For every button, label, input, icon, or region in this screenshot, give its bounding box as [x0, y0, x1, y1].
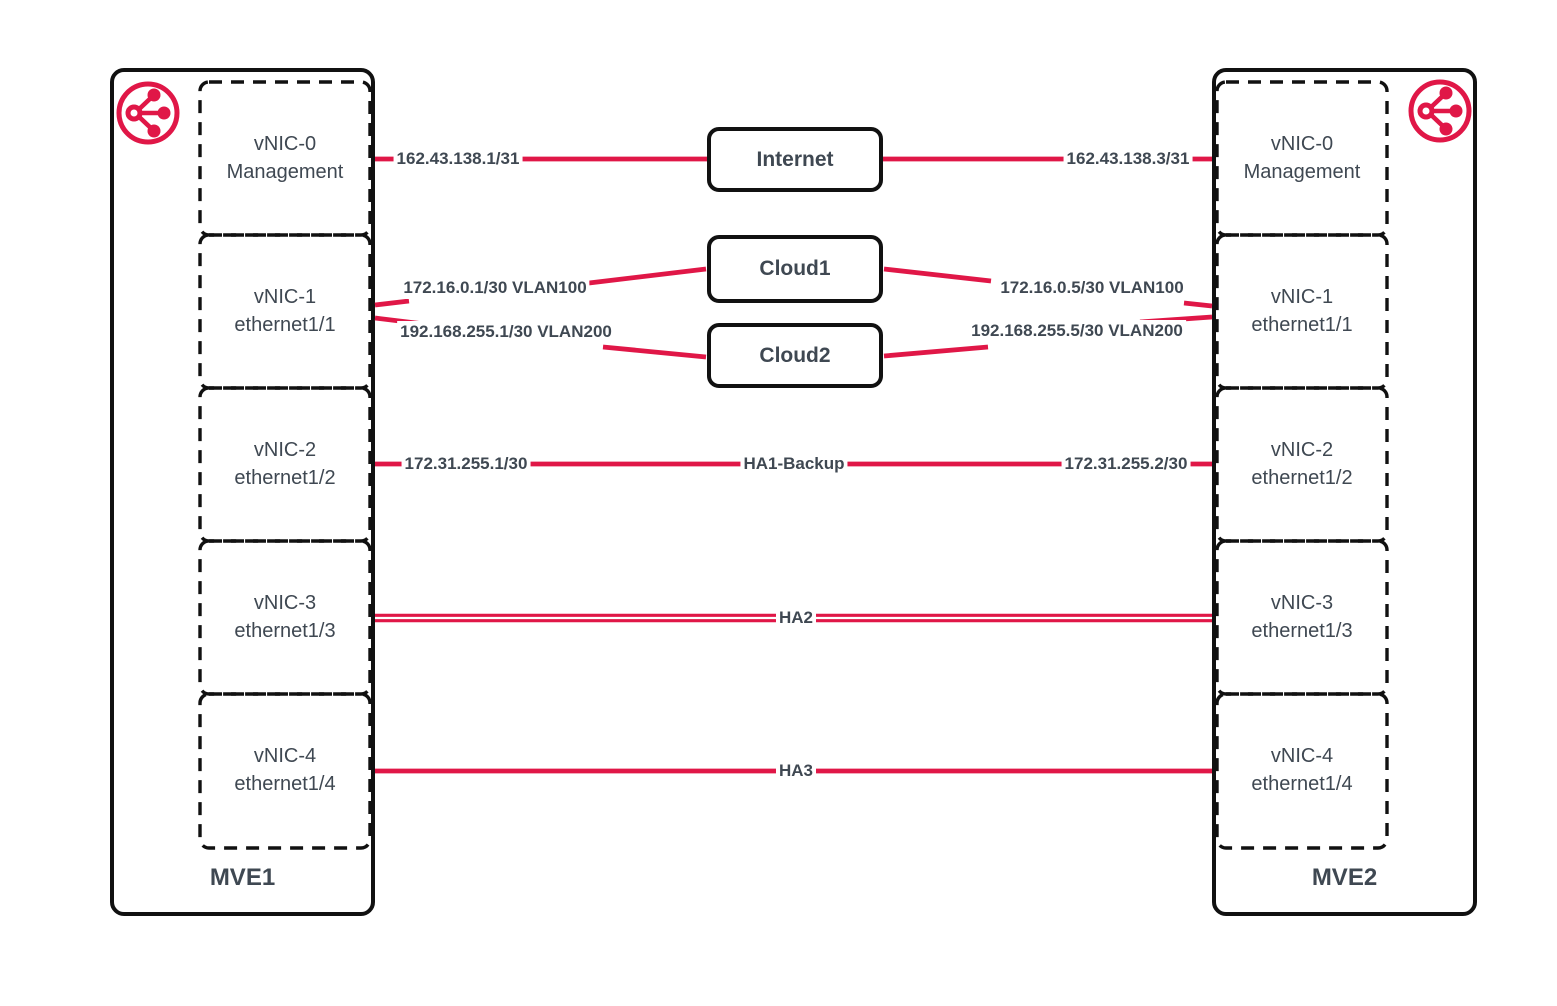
cloud2-mve1-ip: 192.168.255.1/30 VLAN200 — [397, 321, 615, 343]
link-cloud2-left-line — [602, 344, 707, 360]
link-cloud1-left-stub — [374, 298, 410, 308]
link-cloud1-right-line — [883, 266, 992, 284]
vnic-port: ethernet1/2 — [1251, 466, 1353, 489]
mve1-title: MVE1 — [209, 864, 276, 891]
cloud2-mve2-ip: 192.168.255.5/30 VLAN200 — [968, 320, 1186, 342]
vnic-name: vNIC-3 — [253, 591, 317, 614]
mve1-vnic-1: vNIC-1 ethernet1/1 — [200, 235, 370, 388]
link-cloud1-right-stub — [1183, 300, 1213, 309]
ha2-link-label: HA2 — [775, 607, 817, 629]
vnic-port: ethernet1/4 — [1251, 772, 1353, 795]
mve1-box — [110, 68, 375, 916]
mve1-vnic-0: vNIC-0 Management — [200, 82, 370, 235]
mve2-box — [1212, 68, 1477, 916]
vnic-name: vNIC-0 — [253, 132, 317, 155]
internet-mve2-ip: 162.43.138.3/31 — [1063, 148, 1193, 170]
vnic-name: vNIC-0 — [1270, 132, 1334, 155]
megaport-network-icon — [116, 81, 180, 145]
mve2-vnic-compartments — [1215, 80, 1389, 850]
vnic-name: vNIC-1 — [1270, 285, 1334, 308]
ha1-mve1-ip: 172.31.255.1/30 — [401, 453, 531, 475]
cloud1-mve2-ip: 172.16.0.5/30 VLAN100 — [997, 277, 1187, 299]
mve2-vnic-0: vNIC-0 Management — [1217, 82, 1387, 235]
megaport-network-icon — [1408, 79, 1472, 143]
vnic-port: ethernet1/3 — [234, 619, 336, 642]
cloud2-node: Cloud2 — [707, 323, 883, 388]
mve1-vnic-3: vNIC-3 ethernet1/3 — [200, 541, 370, 694]
cloud1-node: Cloud1 — [707, 235, 883, 303]
vnic-name: vNIC-2 — [1270, 438, 1334, 461]
internet-mve1-ip: 162.43.138.1/31 — [393, 148, 523, 170]
mve1-vnic-4: vNIC-4 ethernet1/4 — [200, 694, 370, 847]
vnic-port: Management — [226, 160, 344, 183]
mve2-vnic-1: vNIC-1 ethernet1/1 — [1217, 235, 1387, 388]
vnic-port: ethernet1/1 — [234, 313, 336, 336]
mve2-vnic-2: vNIC-2 ethernet1/2 — [1217, 388, 1387, 541]
vnic-name: vNIC-4 — [253, 744, 317, 767]
vnic-name: vNIC-1 — [253, 285, 317, 308]
mve2-title: MVE2 — [1311, 864, 1378, 891]
link-cloud2-right-line — [883, 344, 989, 359]
vnic-name: vNIC-4 — [1270, 744, 1334, 767]
mve1-vnic-2: vNIC-2 ethernet1/2 — [200, 388, 370, 541]
vnic-name: vNIC-3 — [1270, 591, 1334, 614]
mve2-vnic-4: vNIC-4 ethernet1/4 — [1217, 694, 1387, 847]
vnic-port: ethernet1/4 — [234, 772, 336, 795]
internet-node: Internet — [707, 127, 883, 192]
cloud1-node-label: Cloud1 — [759, 257, 831, 280]
cloud2-node-label: Cloud2 — [759, 343, 831, 367]
mve1-vnic-compartments — [198, 80, 372, 850]
ha1-link-label: HA1-Backup — [740, 453, 848, 475]
ha3-link-label: HA3 — [775, 760, 817, 782]
cloud1-mve1-ip: 172.16.0.1/30 VLAN100 — [400, 277, 590, 299]
vnic-port: ethernet1/1 — [1251, 313, 1353, 336]
vnic-port: ethernet1/2 — [234, 466, 336, 489]
vnic-port: Management — [1243, 160, 1361, 183]
ha1-mve2-ip: 172.31.255.2/30 — [1061, 453, 1191, 475]
vnic-port: ethernet1/3 — [1251, 619, 1353, 642]
internet-node-label: Internet — [756, 147, 834, 171]
mve2-vnic-3: vNIC-3 ethernet1/3 — [1217, 541, 1387, 694]
vnic-name: vNIC-2 — [253, 438, 317, 461]
link-cloud1-left-line — [588, 266, 707, 286]
